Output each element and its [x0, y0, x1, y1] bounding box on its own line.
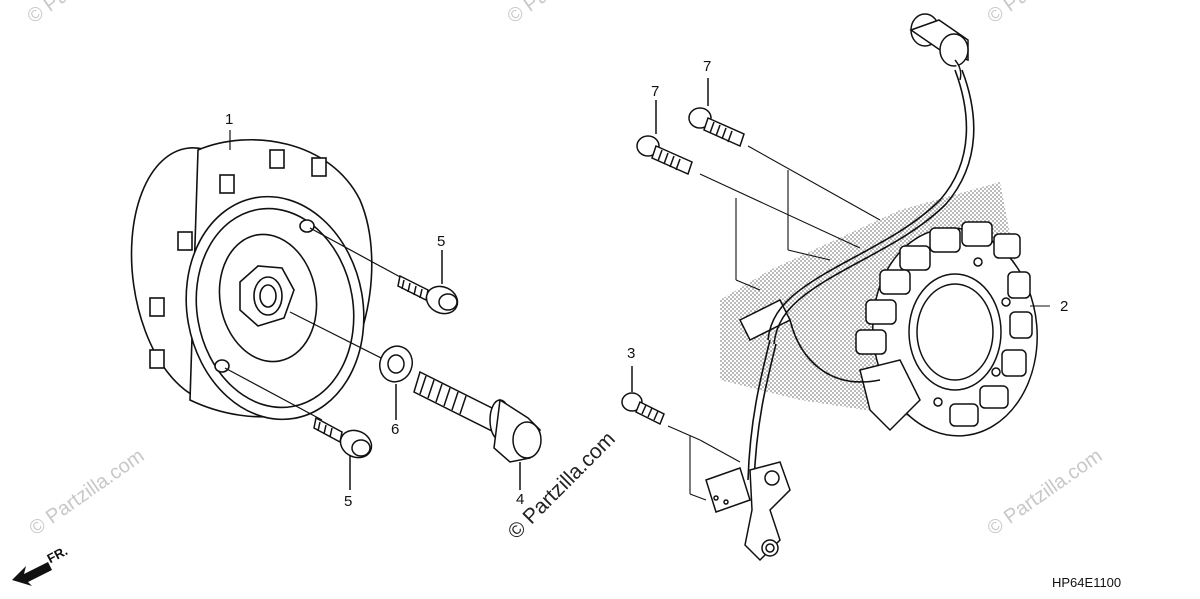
- bolt-3: [621, 366, 665, 426]
- bolt-7-right: [688, 78, 745, 148]
- washer-6: [379, 345, 413, 420]
- stator-wire-harness: [747, 69, 975, 485]
- callout-flywheel-bolt: 4: [516, 491, 525, 508]
- flywheel-part: [130, 139, 373, 421]
- stator-part: [738, 221, 1038, 437]
- callout-washer: 6: [391, 421, 400, 438]
- callout-stator-bolt-left: 7: [651, 83, 660, 100]
- bolt-5-lower: [313, 416, 373, 490]
- flywheel-leaders: [224, 130, 403, 421]
- callout-pulse-bolt: 3: [627, 345, 636, 362]
- callout-stator: 2: [1060, 298, 1069, 315]
- assembly-lines: [667, 145, 1050, 501]
- callout-bolt-lower: 5: [344, 493, 353, 510]
- front-direction-arrow-icon: [12, 562, 52, 586]
- diagram-code: HP64E1100: [1052, 575, 1122, 590]
- pulse-generator: [705, 461, 791, 562]
- callout-stator-bolt-right: 7: [703, 58, 712, 75]
- bolt-5-upper: [397, 250, 459, 315]
- callout-bolt-upper: 5: [437, 233, 446, 250]
- flywheel-bolt-4: [413, 370, 542, 490]
- bolt-7-left: [636, 100, 693, 176]
- callout-flywheel: 1: [225, 111, 234, 128]
- stator-connector: [909, 13, 969, 81]
